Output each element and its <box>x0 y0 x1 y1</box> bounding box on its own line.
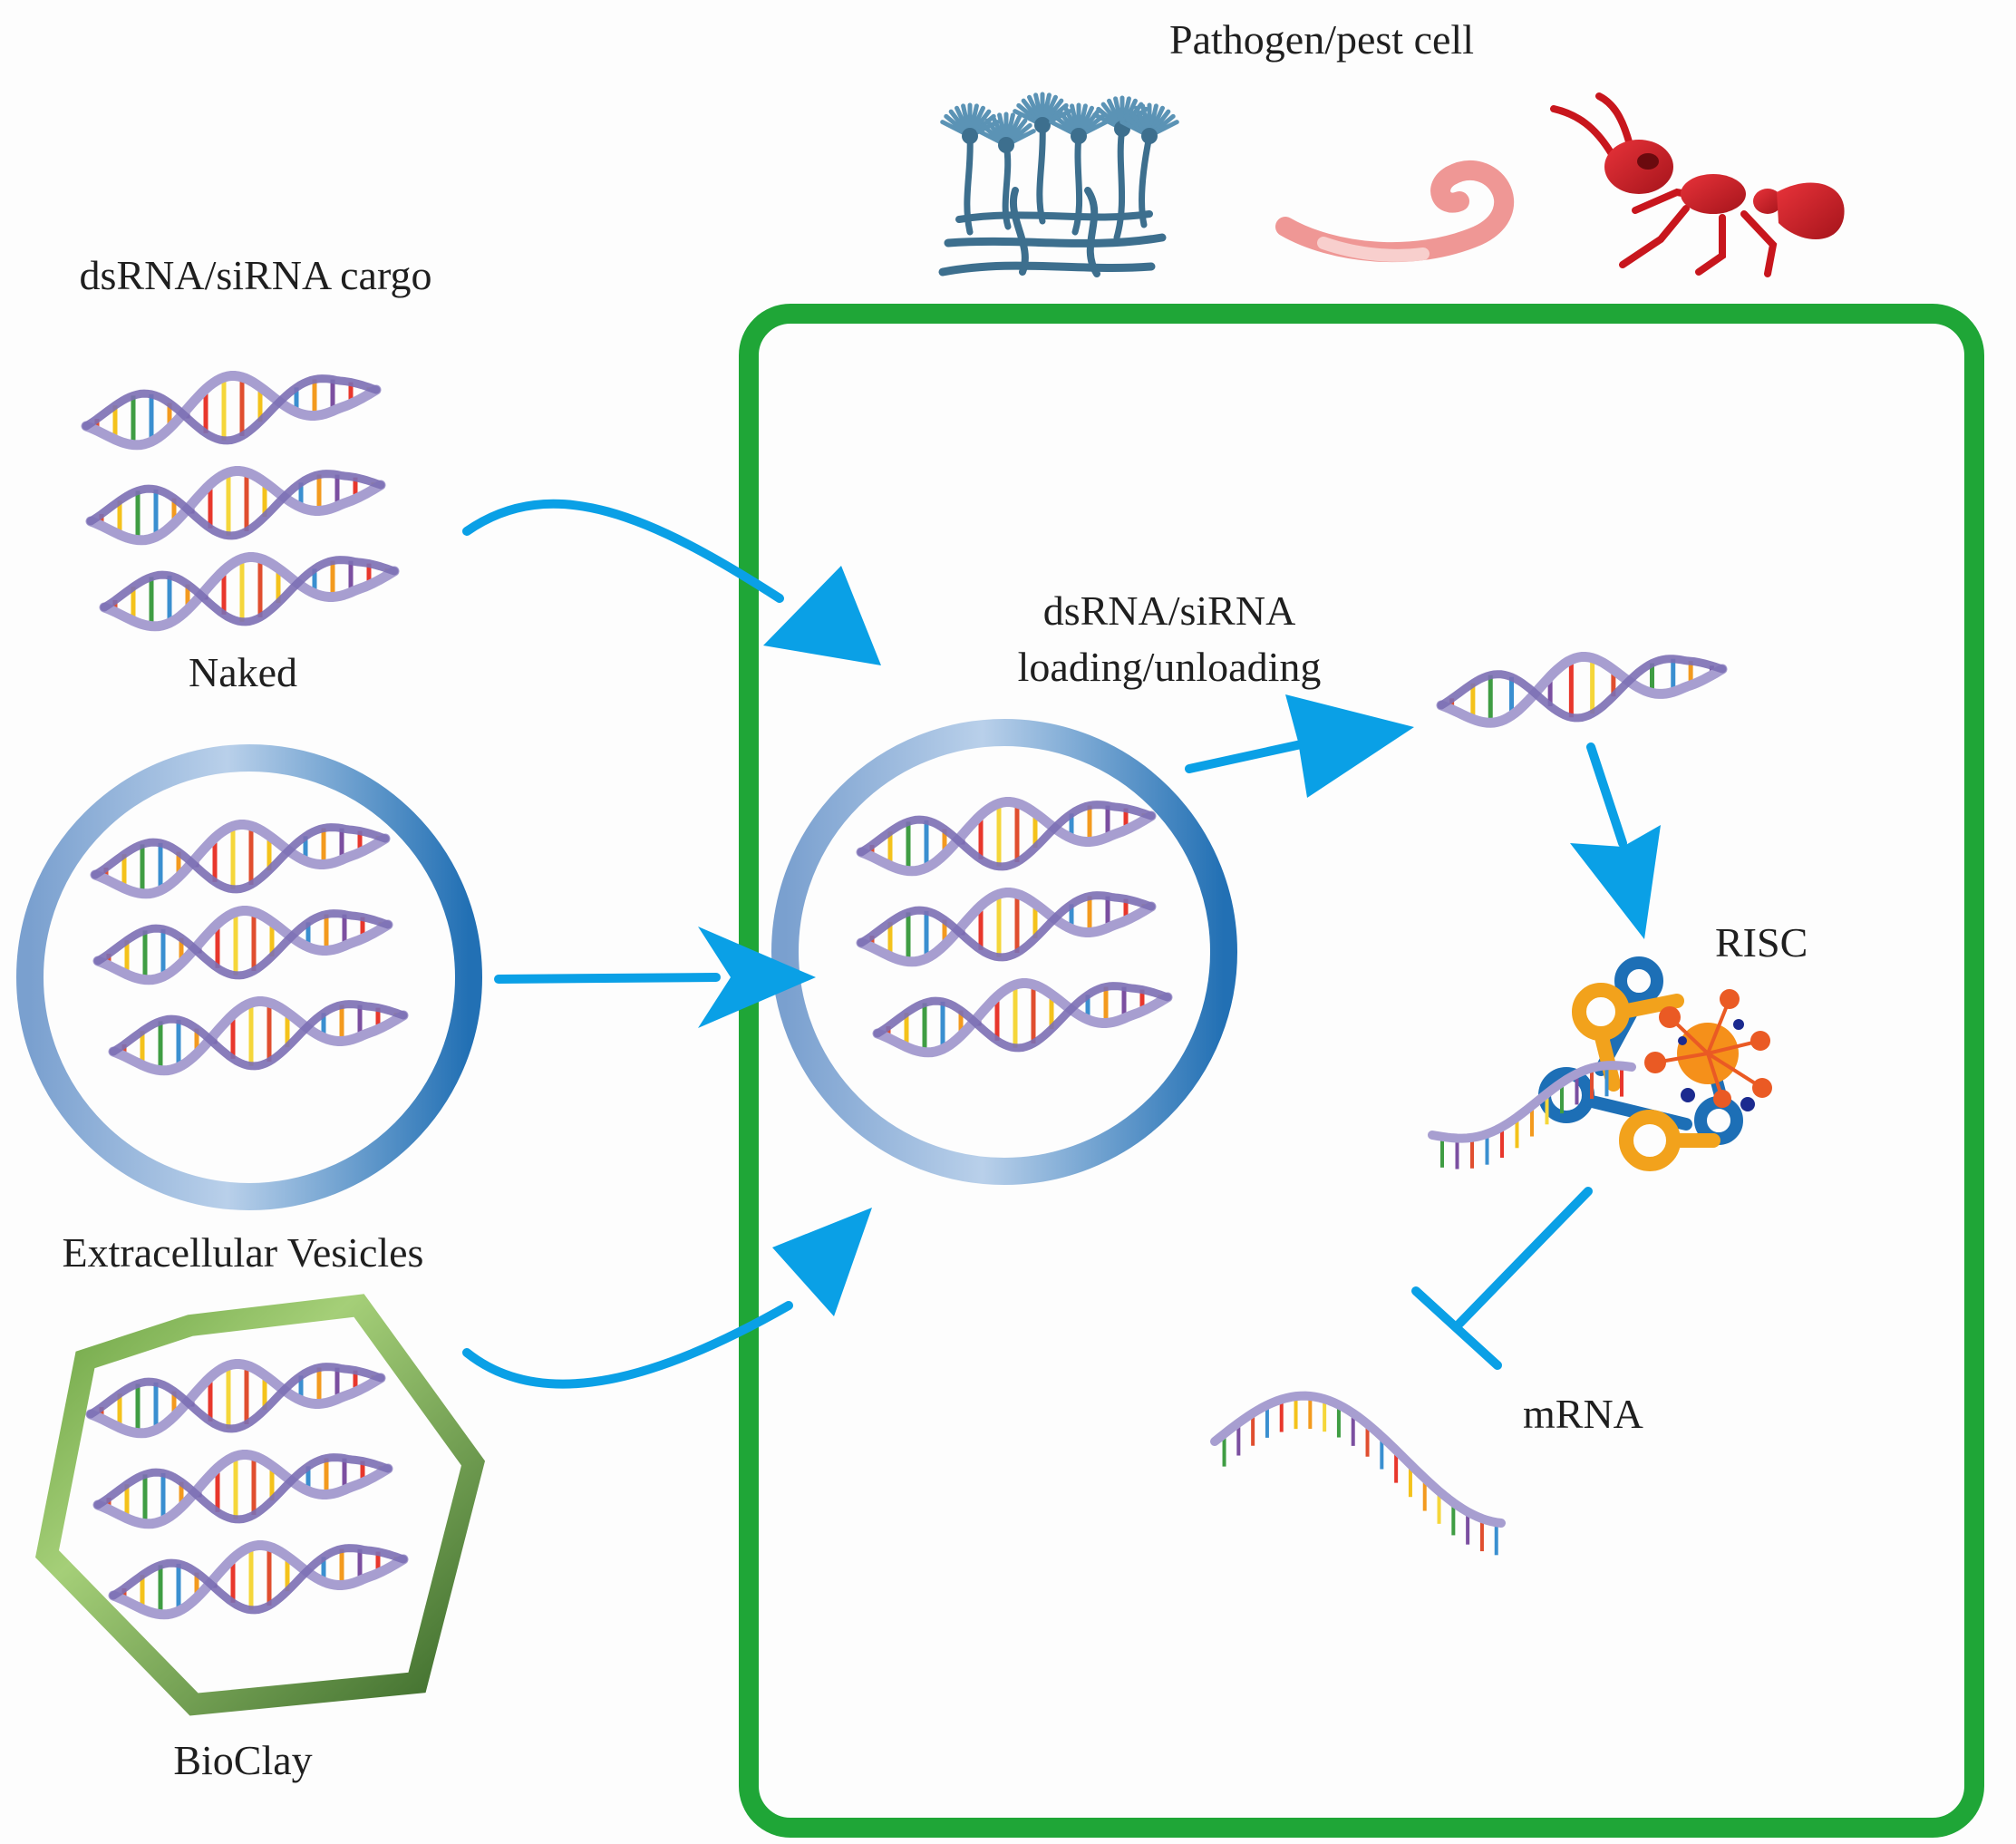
arrow-to-risc <box>1586 742 1627 848</box>
mrna-label: mRNA <box>1523 1391 1643 1437</box>
arrowhead <box>698 927 816 1028</box>
pathogen-label: Pathogen/pest cell <box>1169 16 1474 63</box>
dna-icon <box>1436 652 1728 728</box>
risc-label: RISC <box>1715 919 1808 966</box>
dna-icon <box>872 978 1173 1058</box>
dna-icon <box>108 1540 409 1620</box>
naked-label: Naked <box>188 649 298 695</box>
dna-icon <box>90 820 391 899</box>
dna-icon <box>85 1359 386 1439</box>
dna-icon <box>92 1450 393 1529</box>
arrow-ev-to-cell <box>494 973 721 984</box>
dna-icon <box>856 888 1157 967</box>
bioclay-label: BioClay <box>173 1737 313 1783</box>
spore-head <box>976 112 1036 153</box>
clay-hexagon-icon <box>35 1294 486 1716</box>
vesicle-icon <box>16 744 482 1210</box>
rna-strand <box>1428 1061 1636 1169</box>
inhibition-line <box>1455 1187 1593 1328</box>
inhibition-bar <box>1411 1286 1502 1370</box>
loading-label-line1: dsRNA/siRNA <box>1042 587 1296 634</box>
dna-icon <box>856 797 1157 877</box>
arrow-unload <box>1185 739 1310 773</box>
arrowhead <box>772 1208 872 1316</box>
dna-icon <box>92 906 393 985</box>
nematode-icon <box>1275 160 1515 263</box>
cargo-label: dsRNA/siRNA cargo <box>79 252 432 298</box>
arrowhead <box>1570 825 1661 939</box>
dna-icon <box>108 996 409 1076</box>
mrna-strand <box>1210 1391 1506 1556</box>
risc-complex-icon <box>1538 956 1772 1171</box>
arrows <box>462 499 1627 1389</box>
arrowhead <box>1285 694 1414 798</box>
dna-icon <box>85 466 386 546</box>
dna-icon <box>99 552 400 632</box>
fungus-icon <box>938 121 1167 277</box>
arrow-clay-to-cell <box>462 1301 793 1389</box>
arrowhead <box>763 566 881 665</box>
cell-membrane <box>739 304 1984 1838</box>
spore-head <box>1049 102 1109 144</box>
arrow-naked-to-cell <box>462 499 784 603</box>
ant-icon <box>1550 92 1845 277</box>
vesicle-icon <box>771 719 1237 1185</box>
loading-label-line2: loading/unloading <box>1017 644 1322 690</box>
ev-label: Extracellular Vesicles <box>62 1229 424 1276</box>
spore-head <box>1119 102 1179 144</box>
dna-icon <box>81 371 382 451</box>
